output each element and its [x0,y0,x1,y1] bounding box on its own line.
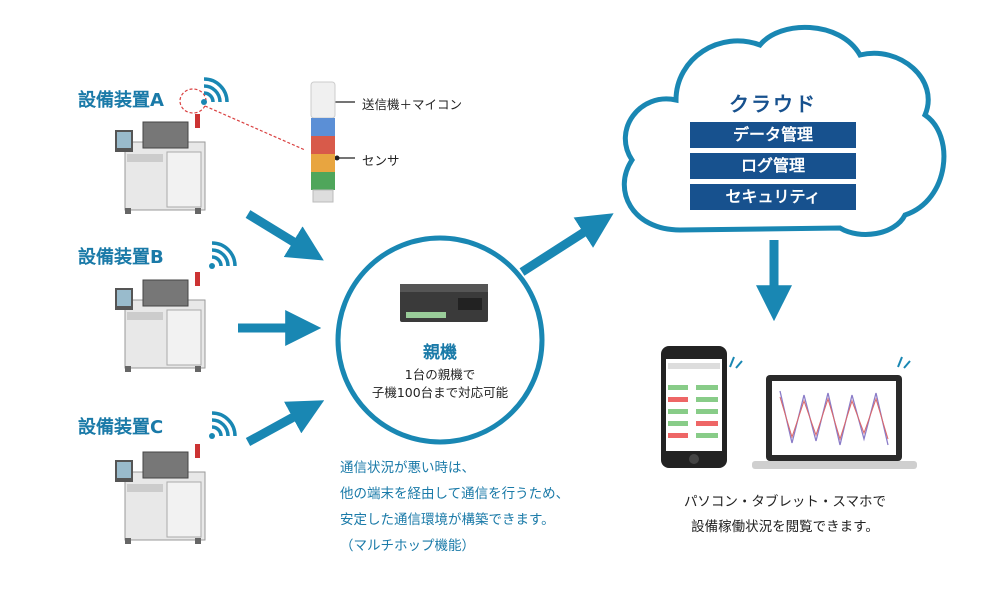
devices-caption-line2: 設備稼働状況を閲覧できます。 [691,519,879,535]
multihop-note: 通信状況が悪い時は、 他の端末を経由して通信を行うため、 安定した通信環境が構築… [340,455,569,559]
cloud-title: クラウド [729,92,817,116]
arrow-c-to-hub [245,400,325,446]
devices-caption-line1: パソコン・タブレット・スマホで [683,494,887,510]
multihop-line1: 通信状況が悪い時は、 [340,460,475,476]
cloud-item-log: ログ管理 [690,153,856,179]
arrow-a-to-hub [245,210,324,261]
signal-tower-image [310,81,336,203]
spark-icon [897,356,911,369]
arrow-hub-to-cloud [519,213,614,276]
hub-circle [335,235,545,445]
callout-line [204,105,306,151]
transmitter-label: 送信機＋マイコン [362,97,463,112]
smartphone-image [661,346,727,468]
laptop-image [752,375,917,469]
multihop-line3: 安定した通信環境が構築できます。 [340,512,555,528]
sensor-label: センサ [362,153,400,168]
spark-icon [729,356,743,369]
equipment-c-title: 設備装置C [78,417,164,438]
multihop-line2: 他の端末を経由して通信を行うため、 [340,486,570,502]
machine-b-image [115,272,206,372]
machine-c-image [115,444,206,544]
cloud-item-security: セキュリティ [690,184,856,210]
hub-title: 親機 [423,343,457,363]
sensor-pointer-dot [334,155,340,161]
wifi-icon [209,411,237,439]
multihop-line4: （マルチホップ機能） [340,538,475,554]
wifi-icon [201,77,229,105]
hub-line2: 子機100台まで対応可能 [371,385,509,400]
wifi-icon [209,241,237,269]
machine-a-image [115,114,206,214]
hub-line1: 1台の親機で [404,367,476,382]
equipment-b-title: 設備装置B [78,247,164,268]
hub-device-image [400,284,488,322]
equipment-a-title: 設備装置A [78,90,164,111]
cloud-item-data: データ管理 [690,122,856,148]
